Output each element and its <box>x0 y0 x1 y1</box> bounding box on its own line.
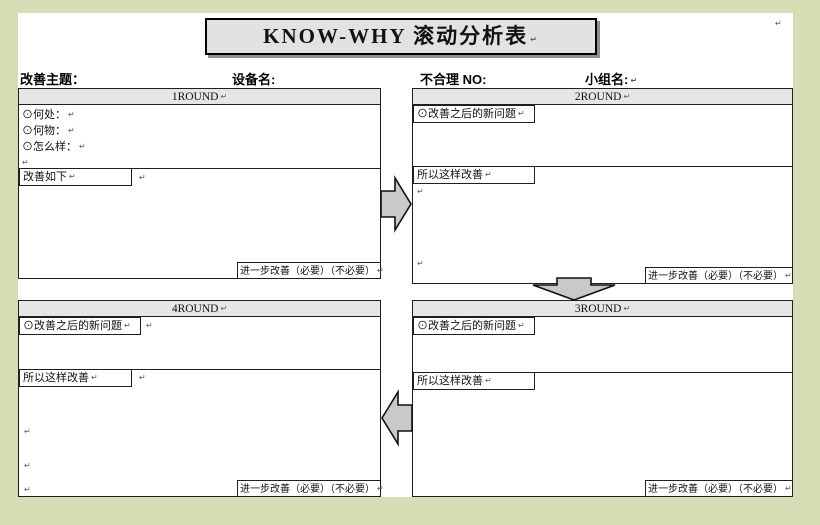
round1-improve-label-box: 改善如下↵ <box>19 168 132 186</box>
round4-further-box: 进一步改善（必要）（不必要）↵ <box>237 480 384 496</box>
panel-round3-title: 3ROUND <box>574 303 622 315</box>
round3-further-label: 进一步改善（必要）（不必要） <box>648 484 783 495</box>
panel-round3: 3ROUND↵ ⊙改善之后的新问题↵ 所以这样改善↵ 进一步改善（必要）（不必要… <box>412 300 793 497</box>
pilcrow-mark: ↵ <box>785 271 792 280</box>
pilcrow-mark: ↵ <box>630 76 638 85</box>
round1-item-what-text: ⊙何物： <box>22 125 66 137</box>
round2-divider <box>413 166 792 167</box>
panel-round4-title: 4ROUND <box>171 303 219 315</box>
panel-round4-header: 4ROUND↵ <box>19 301 380 317</box>
form-header-row: 改善主题： 设备名: 不合理 NO: 小组名:↵ <box>18 69 793 88</box>
left-arrow-icon <box>380 388 413 448</box>
panel-round1-title: 1ROUND <box>171 91 219 103</box>
field-label-group-text: 小组名: <box>585 72 629 87</box>
pilcrow-mark: ↵ <box>69 172 76 181</box>
round1-item-how-text: ⊙怎么样： <box>22 141 77 153</box>
field-label-equipment: 设备名: <box>232 72 276 87</box>
pilcrow-mark: ↵ <box>139 373 146 382</box>
round1-question-lines: ⊙何处：↵ ⊙何物：↵ ⊙怎么样：↵ ↵ <box>22 107 378 171</box>
panel-round4: 4ROUND↵ ⊙改善之后的新问题↵ ↵ 所以这样改善↵ ↵ ↵ ↵ ↵ 进一步… <box>18 300 384 497</box>
pilcrow-mark: ↵ <box>24 461 31 470</box>
round3-solution-label: 所以这样改善 <box>417 375 483 387</box>
round2-problem-label: ⊙改善之后的新问题 <box>417 108 516 120</box>
round1-item-what: ⊙何物：↵ <box>22 123 378 139</box>
pilcrow-mark: ↵ <box>518 109 525 118</box>
down-arrow-icon <box>530 277 618 302</box>
round1-item-how: ⊙怎么样：↵ <box>22 139 378 155</box>
round2-solution-label-box: 所以这样改善↵ <box>413 166 535 184</box>
round4-divider <box>19 369 380 370</box>
round2-problem-label-box: ⊙改善之后的新问题↵ <box>413 105 535 123</box>
pilcrow-mark: ↵ <box>417 259 424 268</box>
pilcrow-mark: ↵ <box>124 321 131 330</box>
pilcrow-mark: ↵ <box>146 321 153 330</box>
pilcrow-mark: ↵ <box>139 173 146 182</box>
panel-round2-header: 2ROUND↵ <box>413 89 792 105</box>
round4-problem-label: ⊙改善之后的新问题 <box>23 320 122 332</box>
pilcrow-mark: ↵ <box>485 170 492 179</box>
round1-empty-line: ↵ <box>22 155 378 171</box>
pilcrow-mark: ↵ <box>623 304 631 313</box>
field-label-unreasonable: 不合理 NO: <box>420 72 487 87</box>
round2-further-label: 进一步改善（必要）（不必要） <box>648 271 783 282</box>
round1-item-where: ⊙何处：↵ <box>22 107 378 123</box>
round3-problem-label: ⊙改善之后的新问题 <box>417 320 516 332</box>
round3-further-box: 进一步改善（必要）（不必要）↵ <box>645 480 792 496</box>
round1-item-where-text: ⊙何处： <box>22 109 66 121</box>
pilcrow-mark: ↵ <box>24 427 31 436</box>
pilcrow-mark: ↵ <box>775 19 782 28</box>
round4-problem-label-box: ⊙改善之后的新问题↵ <box>19 317 141 335</box>
pilcrow-mark: ↵ <box>220 304 228 313</box>
round1-further-box: 进一步改善（必要）（不必要）↵ <box>237 262 384 278</box>
round1-improve-label: 改善如下 <box>23 171 67 183</box>
panel-round2-title: 2ROUND <box>574 91 622 103</box>
pilcrow-mark: ↵ <box>68 110 75 119</box>
pilcrow-mark: ↵ <box>91 373 98 382</box>
field-label-topic: 改善主题： <box>20 72 86 87</box>
panel-round3-header: 3ROUND↵ <box>413 301 792 317</box>
right-arrow-icon <box>380 174 413 234</box>
panel-round1: 1ROUND↵ ⊙何处：↵ ⊙何物：↵ ⊙怎么样：↵ ↵ 改善如下↵ ↵ 进一步… <box>18 88 384 279</box>
round2-solution-label: 所以这样改善 <box>417 169 483 181</box>
round2-further-box: 进一步改善（必要）（不必要）↵ <box>645 267 792 283</box>
round4-solution-label-box: 所以这样改善↵ <box>19 369 132 387</box>
pilcrow-mark: ↵ <box>785 484 792 493</box>
round3-solution-label-box: 所以这样改善↵ <box>413 372 535 390</box>
pilcrow-mark: ↵ <box>623 92 631 101</box>
pilcrow-mark: ↵ <box>220 92 228 101</box>
pilcrow-mark: ↵ <box>518 321 525 330</box>
panel-round2: 2ROUND↵ ⊙改善之后的新问题↵ 所以这样改善↵ ↵ ↵ 进一步改善（必要）… <box>412 88 793 284</box>
pilcrow-mark: ↵ <box>417 187 424 196</box>
pilcrow-mark: ↵ <box>377 484 384 493</box>
pilcrow-mark: ↵ <box>22 158 29 167</box>
round1-divider <box>19 168 380 169</box>
round3-problem-label-box: ⊙改善之后的新问题↵ <box>413 317 535 335</box>
pilcrow-mark: ↵ <box>485 376 492 385</box>
pilcrow-mark: ↵ <box>68 126 75 135</box>
pilcrow-mark: ↵ <box>24 485 31 494</box>
panel-round1-header: 1ROUND↵ <box>19 89 380 105</box>
field-label-group: 小组名:↵ <box>585 69 637 88</box>
pilcrow-mark: ↵ <box>530 35 539 44</box>
round4-solution-label: 所以这样改善 <box>23 372 89 384</box>
document-page[interactable]: KNOW-WHY 滚动分析表↵ ↵ 改善主题： 设备名: 不合理 NO: 小组名… <box>18 13 793 497</box>
title-box: KNOW-WHY 滚动分析表↵ <box>205 18 597 55</box>
round1-further-label: 进一步改善（必要）（不必要） <box>240 266 375 277</box>
page-title: KNOW-WHY 滚动分析表 <box>263 24 529 48</box>
pilcrow-mark: ↵ <box>79 142 86 151</box>
round3-divider <box>413 372 792 373</box>
round4-further-label: 进一步改善（必要）（不必要） <box>240 484 375 495</box>
pilcrow-mark: ↵ <box>377 266 384 275</box>
